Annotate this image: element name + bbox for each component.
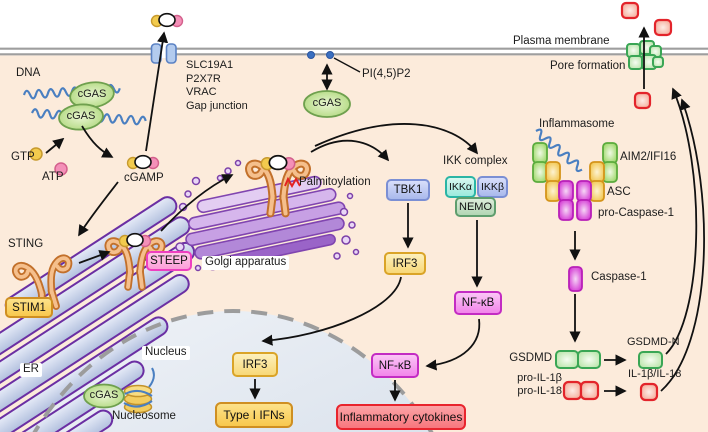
- nucleosome-shape: [123, 367, 155, 414]
- transporter-vrac: VRAC: [186, 86, 217, 98]
- pro-il18-label: pro-IL-18: [517, 385, 562, 397]
- nemo-box: NEMO: [455, 197, 496, 217]
- caspase1-shape: [568, 266, 583, 292]
- gtp-molecule: [29, 147, 43, 161]
- atp-label: ATP: [42, 171, 64, 183]
- pip2-label: PI(4,5)P2: [362, 68, 411, 80]
- palmitoylation-label: Palmitoylation: [299, 176, 371, 188]
- transporter-p2x7r: P2X7R: [186, 72, 221, 85]
- inflammatory-cytokines-box: Inflammatory cytokines: [336, 404, 466, 430]
- irf3-nuclear-box: IRF3: [232, 352, 278, 377]
- inflammasome-label: Inflammasome: [539, 118, 615, 130]
- atp-molecule: [54, 162, 68, 176]
- palmitoylation-mark: [284, 176, 301, 189]
- cgamp-label: cGAMP: [124, 172, 164, 184]
- cgas-nuclear: [83, 383, 125, 409]
- tbk1-box: TBK1: [386, 179, 430, 201]
- nucleosome-label: Nucleosome: [112, 410, 176, 422]
- nfkb-box: NF-κB: [454, 291, 502, 315]
- cgamp-molecule: [126, 154, 160, 170]
- golgi-vesicles: [175, 159, 360, 272]
- pro-il-shapes: [562, 380, 659, 402]
- cgamp-exported: [150, 12, 184, 28]
- plasma-membrane-lines: [0, 47, 708, 56]
- golgi-label: Golgi apparatus: [202, 256, 290, 270]
- sting-label: STING: [8, 238, 44, 250]
- nucleus-envelope: [32, 309, 434, 432]
- ikk-alpha-box: IKKα: [445, 176, 476, 198]
- nfkb-nuclear-box: NF-κB: [371, 353, 419, 378]
- inflammasome-dna: [535, 128, 583, 173]
- asc-label: ASC: [607, 186, 631, 198]
- nucleus-label: Nucleus: [142, 346, 190, 360]
- cgas-bottom-label: cGAS: [66, 110, 96, 122]
- stim1-box: STIM1: [5, 297, 53, 318]
- irf3-box: IRF3: [384, 252, 426, 275]
- type-i-ifns-box: Type I IFNs: [215, 402, 293, 428]
- cgas-top-label: cGAS: [77, 88, 107, 100]
- er-label: ER: [20, 363, 42, 377]
- pip2-dots: [307, 51, 334, 59]
- pore-formation-label: Pore formation: [550, 60, 626, 72]
- cgas-dimer: [58, 81, 115, 131]
- golgi-shape: [185, 175, 346, 271]
- il1b-il18-label: IL-1β/IL-18: [628, 368, 682, 380]
- transporter-slc19a1: SLC19A1: [186, 59, 234, 71]
- aim2-ifi16-label: AIM2/IFI16: [620, 151, 677, 163]
- gtp-label: GTP: [11, 151, 35, 163]
- dna-label: DNA: [16, 67, 41, 79]
- ikk-beta-box: IKKβ: [477, 176, 508, 198]
- inflammasome-complex: [532, 142, 618, 221]
- pro-caspase1-label: pro-Caspase-1: [598, 207, 675, 219]
- cgas-membrane: [303, 90, 351, 118]
- membrane-channel: [150, 43, 177, 64]
- pathway-arrows: [45, 26, 705, 402]
- secreted-il-squares: [620, 1, 673, 110]
- cgas-membrane-label: cGAS: [312, 97, 342, 109]
- ikk-complex-label: IKK complex: [443, 155, 508, 167]
- cgas-nuclear-label: cGAS: [89, 389, 119, 401]
- gsdmd-shapes: [555, 350, 663, 369]
- gsdmd-label: GSDMD: [509, 352, 552, 364]
- pro-il1b-label: pro-IL-1β: [517, 372, 562, 384]
- plasma-membrane-label: Plasma membrane: [513, 35, 610, 47]
- gsdmd-n-label: GSDMD-N: [627, 336, 680, 348]
- gsdmd-pore: [626, 40, 664, 70]
- transporter-gap-junction: Gap junction: [186, 99, 248, 112]
- caspase1-label: Caspase-1: [591, 271, 647, 283]
- steep-box: STEEP: [146, 251, 192, 271]
- channel-gap: [160, 45, 167, 58]
